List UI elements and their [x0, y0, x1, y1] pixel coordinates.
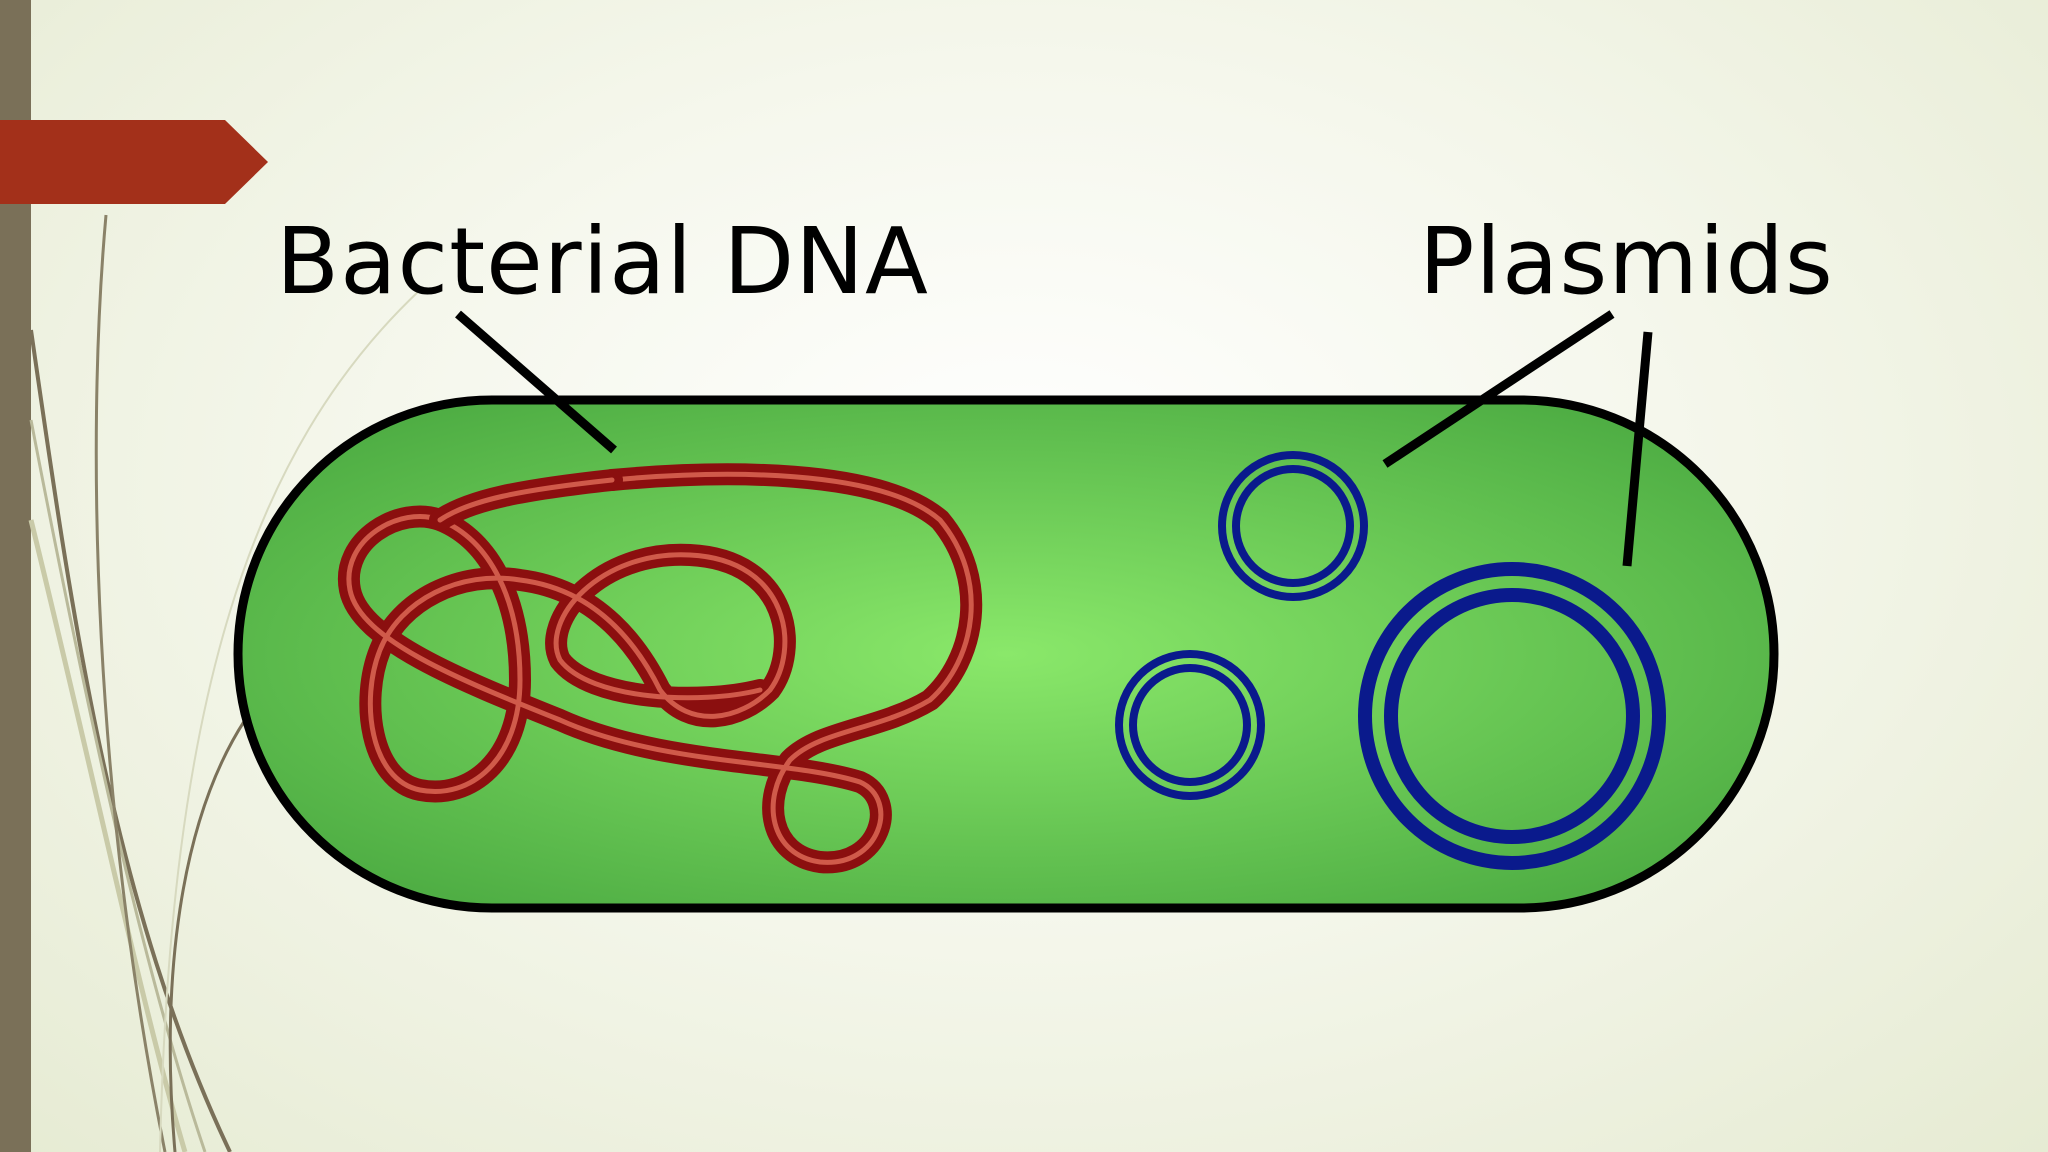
plasmid-leader-line-2: [1622, 331, 1653, 567]
bacterial-dna-label: Bacterial DNA: [276, 208, 929, 315]
plasmid-small-top: [1218, 451, 1368, 601]
plasmid-large: [1358, 562, 1666, 870]
plasmid-leader-line-1: [1382, 310, 1615, 468]
bacterial-dna-strand: [337, 463, 983, 874]
decorative-swoosh-lines: [28, 214, 421, 1152]
plasmid-small-bottom: [1115, 650, 1265, 800]
plasmids-label: Plasmids: [1419, 208, 1834, 315]
accent-tab: [0, 120, 268, 204]
dna-leader-line: [455, 310, 617, 454]
bacterium-cell: [233, 395, 1779, 913]
